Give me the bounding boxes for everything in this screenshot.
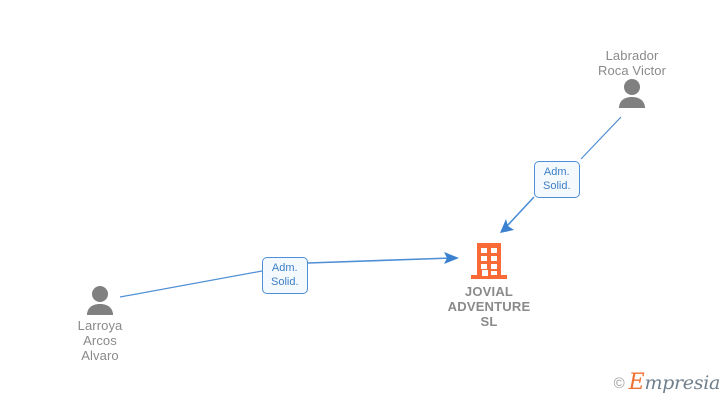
edge-label-larroya[interactable]: Adm. Solid.: [262, 257, 308, 294]
edge-labrador-segment-2: [506, 196, 535, 227]
node-larroya-arcos-alvaro-label: Larroya Arcos Alvaro: [77, 318, 123, 363]
node-labrador-roca-victor-label: Labrador Roca Victor: [597, 48, 667, 78]
node-jovial-adventure-sl-label: JOVIAL ADVENTURE SL: [447, 284, 531, 329]
copyright-icon: ©: [613, 374, 625, 392]
watermark-brand-initial: E: [628, 370, 645, 395]
node-larroya-arcos-alvaro[interactable]: Larroya Arcos Alvaro: [40, 285, 160, 363]
edge-labrador-segment-1: [580, 116, 622, 160]
edge-label-labrador[interactable]: Adm. Solid.: [534, 161, 580, 198]
watermark-brand-rest: mpresia: [644, 372, 720, 394]
person-icon: [619, 79, 645, 108]
edge-labrador-arrowhead-icon: [500, 219, 514, 233]
node-labrador-roca-victor[interactable]: Labrador Roca Victor: [572, 45, 692, 108]
person-icon: [87, 286, 113, 315]
node-jovial-adventure-sl[interactable]: JOVIAL ADVENTURE SL: [429, 240, 549, 329]
watermark-brand: Empresia: [628, 370, 721, 395]
building-icon: [471, 243, 507, 279]
watermark: © Empresia: [613, 370, 721, 395]
